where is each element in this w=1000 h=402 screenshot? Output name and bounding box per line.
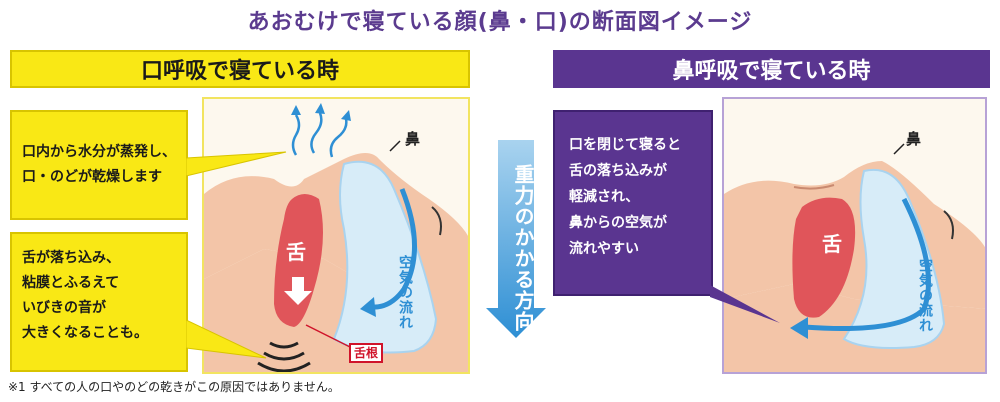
- airflow-label-right: 空気の流れ: [917, 258, 933, 333]
- airway: [332, 160, 438, 354]
- snore-sound-icon: [257, 341, 311, 372]
- nose-label-right: 鼻: [906, 130, 922, 148]
- note-line: 舌の落ち込みが: [569, 163, 667, 179]
- note-line: いびきの音が: [22, 300, 106, 316]
- note-line: 鼻からの空気が: [569, 215, 667, 231]
- airflow-arrow-right: [803, 197, 931, 331]
- nose-pointer: [389, 140, 401, 152]
- tongue-root-label: 舌根: [349, 343, 384, 363]
- note-line: 口内から水分が蒸発し、: [22, 144, 176, 160]
- note-line: 舌が落ち込み、: [22, 250, 120, 266]
- mouth-breathing-header: 口呼吸で寝ている時: [10, 50, 470, 88]
- ear-icon-right: [943, 210, 954, 240]
- note-line: 粘膜とふるえて: [22, 275, 120, 291]
- nose-breathing-cross-section: [724, 143, 985, 372]
- tongue-root-pointer: [305, 324, 355, 350]
- nose-breathing-note: 口を閉じて寝ると 舌の落ち込みが 軽減され、 鼻からの空気が 流れやすい: [553, 110, 713, 296]
- gravity-label: 重力のかかる方向: [511, 164, 535, 332]
- closed-mouth: [793, 184, 835, 190]
- note-line: 大きくなることも。: [22, 325, 148, 341]
- airflow-label-left: 空気の流れ: [397, 255, 413, 330]
- mouth-breathing-illustration: [202, 97, 470, 374]
- tongue-down-arrow-icon: [284, 277, 312, 305]
- snoring-note: 舌が落ち込み、 粘膜とふるえて いびきの音が 大きくなることも。: [10, 232, 188, 372]
- nose-note-pointer: [710, 285, 780, 323]
- nose-label-left: 鼻: [405, 130, 421, 148]
- nose-breathing-header: 鼻呼吸で寝ている時: [553, 50, 990, 88]
- gravity-arrow: [486, 140, 546, 338]
- footnote: ※1 すべての人の口やのどの乾きがこの原因ではありません。: [8, 380, 340, 394]
- mouth-breathing-cross-section: [204, 103, 468, 372]
- down-arrow-icon: [486, 140, 546, 338]
- dry-note-pointer: [186, 151, 287, 177]
- tongue-right: [792, 197, 856, 318]
- note-line: 口を閉じて寝ると: [569, 137, 681, 153]
- nose-breathing-illustration: [722, 97, 987, 374]
- nose-pointer-right: [893, 143, 905, 155]
- airflow-arrow: [369, 188, 417, 310]
- tongue: [274, 194, 323, 327]
- tongue-label-right: 舌: [822, 232, 842, 256]
- note-line: 口・のどが乾燥します: [22, 169, 162, 185]
- snoring-note-pointer: [186, 319, 267, 359]
- dry-mouth-note: 口内から水分が蒸発し、 口・のどが乾燥します: [10, 110, 188, 220]
- airway-right: [842, 168, 946, 349]
- open-mouth: [279, 164, 314, 181]
- tongue-label-left: 舌: [286, 240, 306, 264]
- evaporation-arrows-icon: [291, 112, 348, 158]
- note-line: 流れやすい: [569, 241, 639, 257]
- note-line: 軽減され、: [569, 189, 640, 205]
- ear-icon: [431, 206, 442, 236]
- page-title: あおむけで寝ている顔(鼻・口)の断面図イメージ: [247, 10, 753, 35]
